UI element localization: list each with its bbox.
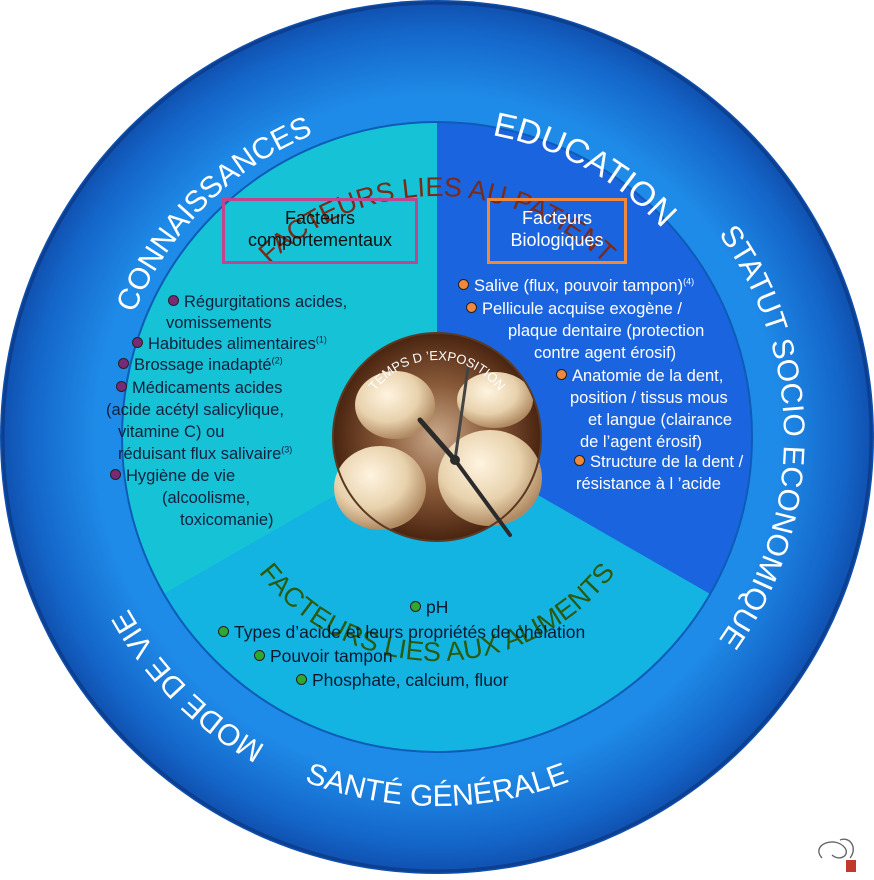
list-item: Médicaments acides: [116, 378, 282, 399]
list-item: Pouvoir tampon: [254, 646, 393, 667]
bullet-icon: [110, 469, 121, 480]
bullet-icon: [458, 279, 469, 290]
list-item: Habitudes alimentaires(1): [132, 334, 327, 355]
bullet-icon: [132, 337, 143, 348]
bullet-icon: [556, 369, 567, 380]
bullet-icon: [466, 302, 477, 313]
list-item: position / tissus mous: [570, 389, 728, 407]
inner-circle-border: [121, 121, 753, 753]
list-item: (acide acétyl salicylique,: [106, 401, 284, 419]
bullet-icon: [118, 358, 129, 369]
bullet-icon: [218, 626, 229, 637]
bullet-icon: [168, 295, 179, 306]
list-item: (alcoolisme,: [162, 489, 251, 507]
clock-hands-icon: [417, 366, 512, 537]
bullet-icon: [574, 455, 585, 466]
behavioral-title-line1: Facteurs: [284, 208, 356, 228]
bullet-icon: [296, 674, 307, 685]
list-item: Pellicule acquise exogène /: [466, 299, 682, 320]
list-item: Types d’acide et leurs propriétés de ché…: [218, 622, 585, 643]
list-item: Structure de la dent /: [574, 452, 743, 473]
list-item: vitamine C) ou: [118, 423, 225, 441]
list-item: Salive (flux, pouvoir tampon)(4): [458, 276, 694, 297]
behavioral-factors-box: Facteurs comportementaux: [222, 198, 418, 264]
biological-factors-box: Facteurs Biologiques: [487, 198, 627, 264]
author-signature: [818, 838, 856, 872]
list-item: et langue (clairance: [588, 411, 733, 429]
list-item: Régurgitations acides,: [168, 292, 347, 313]
list-item: Phosphate, calcium, fluor: [296, 670, 509, 691]
list-item: plaque dentaire (protection: [508, 322, 705, 340]
list-item: réduisant flux salivaire(3): [118, 444, 293, 463]
bullet-icon: [116, 381, 127, 392]
list-item: contre agent érosif): [534, 344, 677, 362]
behavioral-title-line2: comportementaux: [247, 230, 393, 250]
list-item: Anatomie de la dent,: [556, 366, 723, 387]
list-item: vomissements: [166, 314, 272, 332]
biological-title-line2: Biologiques: [510, 230, 604, 250]
food-sector: [164, 437, 710, 752]
biological-title-line1: Facteurs: [521, 208, 593, 228]
list-item: pH: [410, 597, 448, 618]
list-item: de l’agent érosif): [580, 433, 702, 451]
list-item: Hygiène de vie: [110, 466, 235, 487]
list-item: résistance à l ’acide: [576, 475, 721, 493]
bullet-icon: [254, 650, 265, 661]
bullet-icon: [410, 601, 421, 612]
list-item: toxicomanie): [180, 511, 274, 529]
list-item: Brossage inadapté(2): [118, 355, 283, 376]
